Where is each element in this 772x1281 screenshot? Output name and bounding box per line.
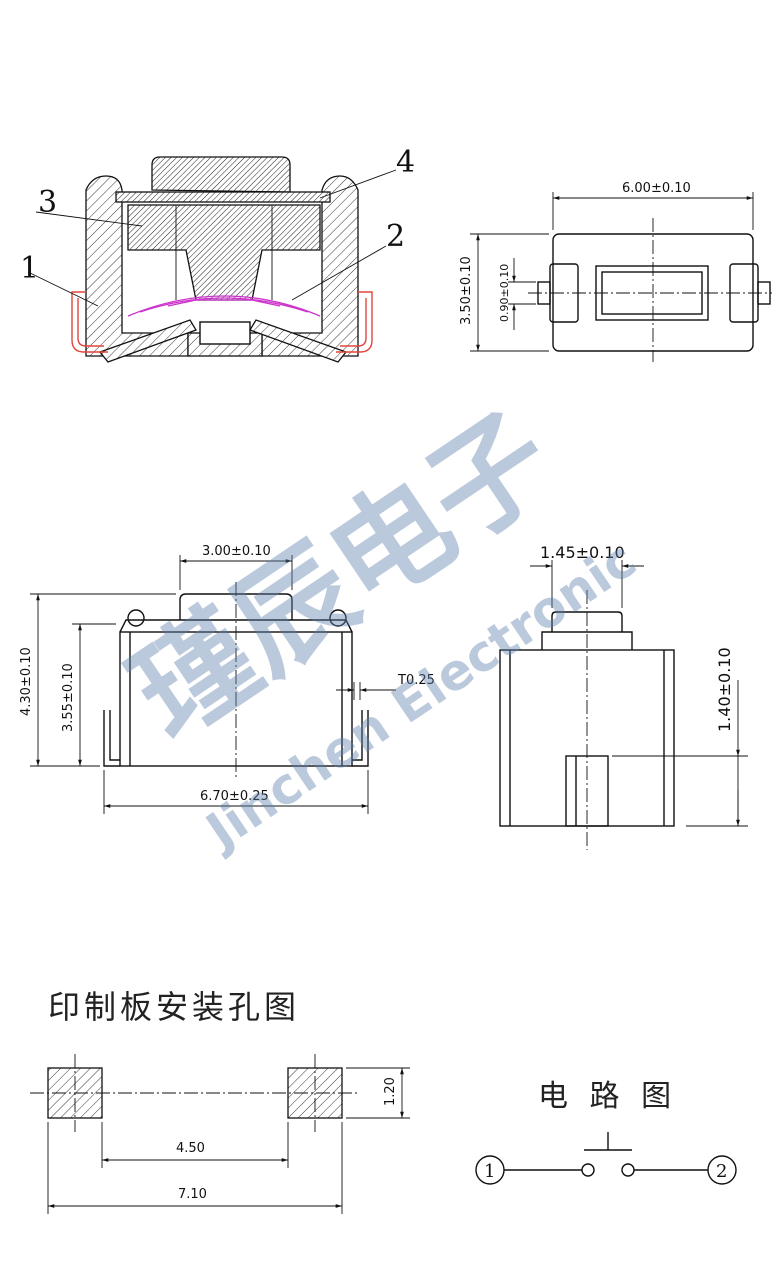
top-view: 6.00±0.10 3.50±0.10 0.90±0.10: [459, 181, 772, 362]
actuator-stem: [127, 204, 321, 301]
base-cavity: [199, 321, 251, 345]
dim-top-button: 0.90±0.10: [498, 264, 511, 322]
pcb-layout: 印制板安装孔图 1.20 4.50 7.10: [30, 988, 410, 1214]
contact-left: [98, 319, 197, 363]
label-3: 3: [38, 185, 57, 220]
dim-top-height: 3.50±0.10: [459, 256, 474, 325]
dim-pcb-inner: 4.50: [176, 1141, 205, 1156]
terminal-right: [336, 291, 373, 353]
label-1: 1: [20, 251, 39, 286]
dim-side-button: 1.45±0.10: [540, 543, 625, 562]
housing-left-wall: [85, 175, 189, 357]
metal-dome: [127, 295, 321, 317]
pin-1-label: 1: [484, 1161, 495, 1182]
switch-contact-right: [621, 1163, 635, 1177]
pin-2-label: 2: [716, 1161, 727, 1182]
side-view: 1.45±0.10 1.40±0.10: [499, 543, 748, 850]
dim-front-body: 3.55±0.10: [61, 663, 76, 732]
switch-contact-left: [581, 1163, 595, 1177]
circuit-diagram: 电 路 图 1 2: [475, 1079, 737, 1185]
circuit-title: 电 路 图: [538, 1079, 677, 1114]
front-view: 3.00±0.10 4.30±0.10 3.55±0.10 T0.25 6.70…: [19, 544, 435, 814]
dim-side-terminal: 1.40±0.10: [715, 647, 734, 732]
dim-pcb-pad: 1.20: [383, 1077, 398, 1106]
side-cover: [541, 631, 633, 650]
front-cover: [119, 619, 353, 633]
cover-plate: [115, 191, 331, 203]
dim-front-thickness: T0.25: [397, 673, 435, 688]
label-2: 2: [386, 219, 405, 254]
dim-front-button: 3.00±0.10: [202, 544, 271, 559]
front-leg-left: [109, 710, 120, 761]
terminal-left: [71, 291, 108, 353]
pcb-title: 印制板安装孔图: [48, 988, 300, 1026]
dim-front-total: 4.30±0.10: [19, 647, 34, 716]
contact-right: [249, 319, 348, 363]
front-leg-right: [352, 710, 363, 761]
label-4: 4: [396, 145, 415, 180]
dim-front-length: 6.70±0.25: [200, 789, 269, 804]
dim-pcb-outer: 7.10: [178, 1187, 207, 1202]
actuator-cap: [151, 156, 291, 193]
section-view: 1 3 2 4: [20, 145, 415, 363]
dim-top-width: 6.00±0.10: [622, 181, 691, 196]
housing-right-wall: [261, 175, 359, 357]
